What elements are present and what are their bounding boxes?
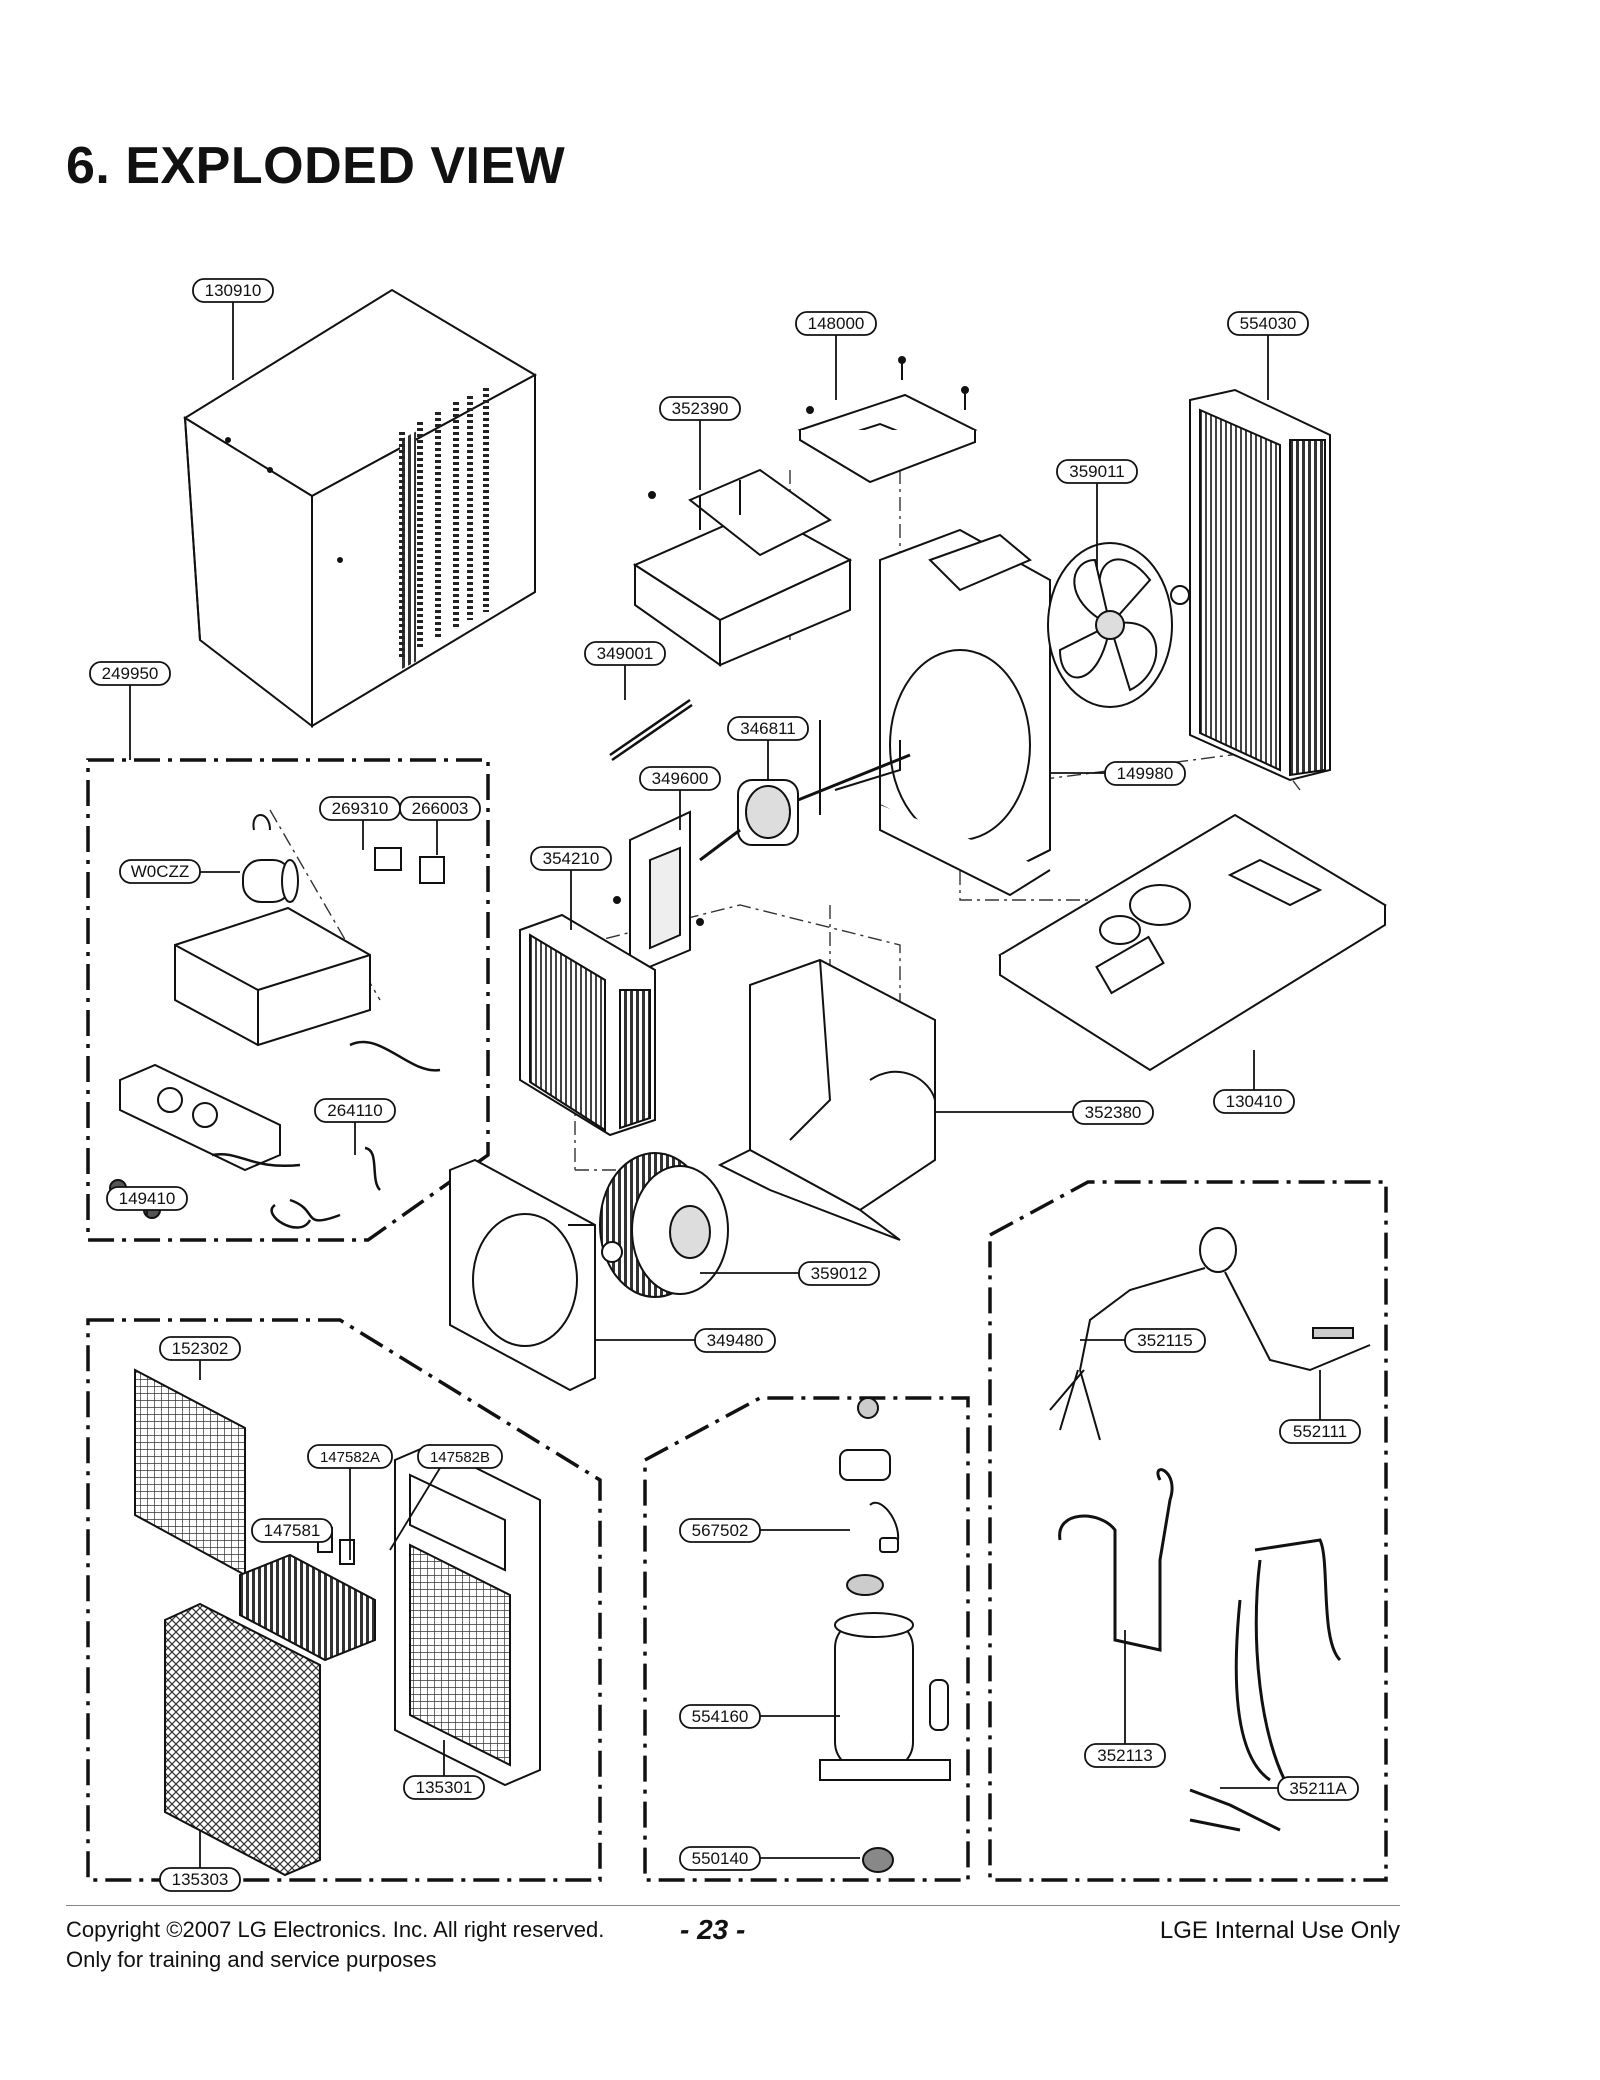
part-label: W0CZZ <box>119 859 201 884</box>
part-label: 130910 <box>192 278 274 303</box>
svg-text:149980: 149980 <box>1117 764 1174 783</box>
part-label: 359012 <box>798 1261 880 1286</box>
part-label: 249950 <box>89 661 171 686</box>
blower-wheel-drawing <box>599 1152 729 1298</box>
part-label: 135303 <box>159 1867 241 1892</box>
part-label: 269310 <box>319 796 401 821</box>
compressor-group-outline <box>643 1396 970 1882</box>
svg-text:352113: 352113 <box>1097 1746 1152 1765</box>
propeller-fan-drawing <box>1047 542 1190 708</box>
svg-text:349600: 349600 <box>652 769 709 788</box>
part-label: 35211A <box>1277 1776 1359 1801</box>
footer-copyright: Copyright ©2007 LG Electronics. Inc. All… <box>66 1917 605 1942</box>
orifice-plate-drawing <box>449 1158 596 1392</box>
svg-text:266003: 266003 <box>412 799 469 818</box>
shroud-barrier-drawing <box>879 528 1051 897</box>
svg-text:135301: 135301 <box>416 1778 473 1797</box>
part-label: 147582B <box>417 1444 503 1469</box>
footer-internal: LGE Internal Use Only <box>1159 1917 1400 1944</box>
cabinet-cover-drawing <box>183 288 538 729</box>
svg-text:148000: 148000 <box>808 314 865 333</box>
part-label: 567502 <box>679 1518 761 1543</box>
part-label: 266003 <box>399 796 481 821</box>
svg-text:35211A: 35211A <box>1289 1779 1347 1798</box>
svg-text:W0CZZ: W0CZZ <box>131 862 190 881</box>
svg-text:147582A: 147582A <box>320 1449 380 1466</box>
base-pan-drawing <box>998 813 1387 1072</box>
part-label: 149980 <box>1104 761 1186 786</box>
svg-text:264110: 264110 <box>327 1101 382 1120</box>
svg-text:554160: 554160 <box>692 1707 749 1726</box>
part-label: 352390 <box>659 396 741 421</box>
svg-text:147582B: 147582B <box>430 1449 490 1466</box>
condenser-coil-drawing <box>1189 388 1331 782</box>
svg-text:554030: 554030 <box>1240 314 1297 333</box>
top-bracket-drawing <box>797 356 978 484</box>
part-label: 554030 <box>1227 311 1309 336</box>
part-label: 554160 <box>679 1704 761 1729</box>
svg-text:349001: 349001 <box>597 644 654 663</box>
group-outlines <box>86 758 1388 1882</box>
part-label: 130410 <box>1213 1089 1295 1114</box>
page-number: - 23 - <box>680 1914 746 1945</box>
part-label: 550140 <box>679 1846 761 1871</box>
part-label: 352115 <box>1124 1328 1206 1353</box>
part-label: 264110 <box>314 1098 396 1123</box>
svg-text:249950: 249950 <box>102 664 159 683</box>
part-label: 148000 <box>795 311 877 336</box>
footer-note: Only for training and service purposes <box>66 1947 437 1972</box>
part-label: 147581 <box>251 1518 333 1543</box>
svg-text:354210: 354210 <box>543 849 600 868</box>
control-parts-drawing <box>109 814 445 1229</box>
svg-text:130410: 130410 <box>1226 1092 1283 1111</box>
part-label: 149410 <box>106 1186 188 1211</box>
refrigerant-group-drawing <box>1049 1227 1371 1832</box>
part-label: 349480 <box>694 1328 776 1353</box>
svg-text:152302: 152302 <box>172 1339 229 1358</box>
svg-text:567502: 567502 <box>692 1521 749 1540</box>
svg-text:352390: 352390 <box>672 399 729 418</box>
fan-motor-drawing <box>699 720 911 862</box>
svg-text:550140: 550140 <box>692 1849 749 1868</box>
part-labels: 130910 148000 554030 352390 359011 34900… <box>89 278 1361 1892</box>
control-group-outline <box>86 758 490 1242</box>
page-title: 6. EXPLODED VIEW <box>66 137 566 195</box>
part-label: 152302 <box>159 1336 241 1361</box>
footer-left: Copyright ©2007 LG Electronics. Inc. All… <box>66 1915 604 1975</box>
svg-text:359012: 359012 <box>811 1264 868 1283</box>
leader-lines <box>129 302 1321 1868</box>
part-label: 349001 <box>584 641 666 666</box>
svg-text:269310: 269310 <box>332 799 389 818</box>
front-group-drawing <box>134 1368 541 1877</box>
svg-text:149410: 149410 <box>119 1189 176 1208</box>
svg-text:147581: 147581 <box>264 1521 321 1540</box>
svg-text:552111: 552111 <box>1293 1422 1347 1441</box>
svg-text:346811: 346811 <box>740 719 795 738</box>
evaporator-coil-drawing <box>519 913 656 1137</box>
control-box-case-drawing <box>632 468 853 667</box>
bracket-rod-drawing <box>609 698 693 762</box>
svg-text:349480: 349480 <box>707 1331 764 1350</box>
part-label: 352380 <box>1072 1100 1154 1125</box>
front-group-outline <box>86 1318 602 1882</box>
svg-text:130910: 130910 <box>205 281 262 300</box>
part-label: 349600 <box>639 766 721 791</box>
part-label: 552111 <box>1279 1419 1361 1444</box>
part-label: 352113 <box>1084 1743 1166 1768</box>
part-label: 135301 <box>403 1775 485 1800</box>
svg-text:352115: 352115 <box>1137 1331 1192 1350</box>
part-label: 346811 <box>727 716 809 741</box>
compressor-group-drawing <box>819 1397 951 1873</box>
svg-text:135303: 135303 <box>172 1870 229 1889</box>
svg-text:352380: 352380 <box>1085 1103 1142 1122</box>
scroll-housing-drawing <box>717 958 936 1241</box>
part-label: 354210 <box>530 846 612 871</box>
footer-divider <box>66 1905 1400 1906</box>
svg-text:359011: 359011 <box>1069 462 1124 481</box>
part-label: 147582A <box>307 1444 393 1469</box>
refrigerant-group-outline <box>988 1180 1388 1882</box>
part-label: 359011 <box>1056 459 1138 484</box>
motor-mount-drawing <box>613 810 704 977</box>
